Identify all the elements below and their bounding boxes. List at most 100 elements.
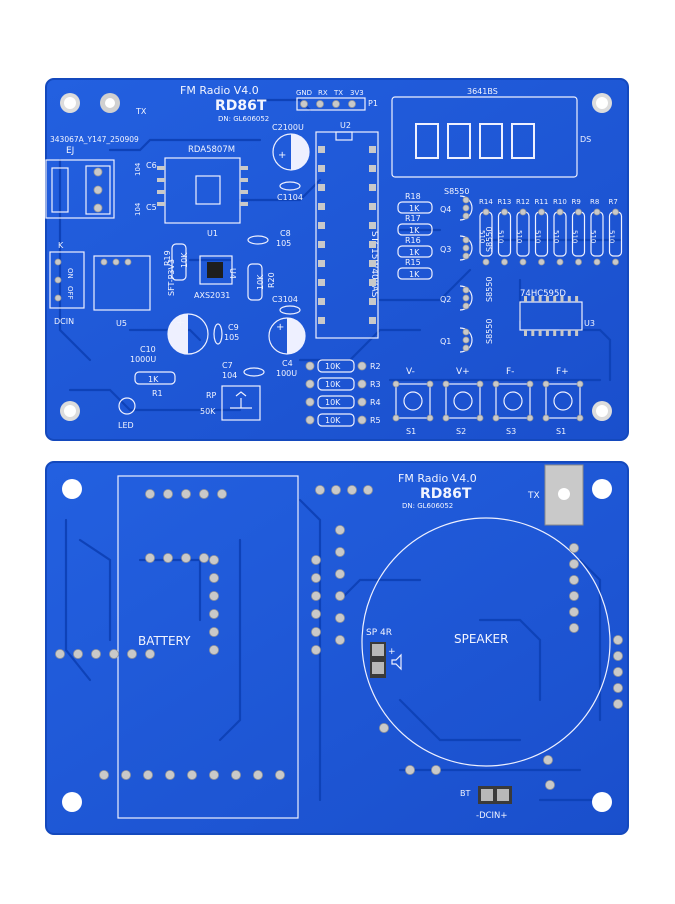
- resistor-ref: R18: [405, 192, 421, 201]
- through-hole-pad: [569, 543, 579, 553]
- through-hole-pad: [379, 723, 389, 733]
- through-hole-pad: [209, 645, 219, 655]
- resistors-r7-r14: R14510R13510R12510R11510R10510R9510R8510…: [478, 198, 623, 266]
- transistor-pad: [462, 236, 470, 244]
- header-pin-rx: RX: [318, 89, 328, 97]
- through-hole-pad: [143, 770, 153, 780]
- through-hole-pad: [199, 489, 209, 499]
- transistor-pad: [462, 212, 470, 220]
- transistor-pad: [462, 328, 470, 336]
- resistor-value: 510: [497, 230, 505, 243]
- resistor-pad: [556, 208, 564, 216]
- resistor-ref: R14: [479, 198, 493, 206]
- resistor-ref: R15: [405, 258, 421, 267]
- through-hole-pad: [209, 555, 219, 565]
- mcu-pin: [318, 298, 325, 305]
- cap-c5-ref: C5: [146, 203, 157, 212]
- through-hole-pad: [545, 780, 555, 790]
- cap-c7-ref: C7: [222, 361, 233, 370]
- resistor-pad: [593, 208, 601, 216]
- through-hole-pad: [209, 573, 219, 583]
- resistor-pad: [593, 258, 601, 266]
- shift-register-u3: 74HC595D U3: [519, 289, 595, 336]
- mcu-pin: [318, 184, 325, 191]
- through-hole-pad: [145, 489, 155, 499]
- mcu-u2: U2 STC15W408AS: [315, 121, 379, 339]
- front-tx-label: TX: [135, 107, 147, 116]
- through-hole-pad: [311, 645, 321, 655]
- cap-c9: C9 105: [213, 323, 239, 345]
- cap-c2-ref: C2: [272, 123, 283, 132]
- cap-c8-value: 105: [276, 239, 291, 248]
- back-model: RD86T: [420, 486, 472, 502]
- ldo-u5: U5 SFT-P3V3: [93, 255, 176, 328]
- button-pad: [542, 380, 550, 388]
- transistor-pad: [462, 252, 470, 260]
- cap-c3-value: 104: [283, 295, 298, 304]
- button-cap: [553, 391, 573, 411]
- ldo-label: SFT-P3V3: [167, 259, 176, 296]
- u1-label: U1: [207, 229, 218, 238]
- seven-segment-display: 3641BS DS: [391, 87, 591, 178]
- resistor-ref: R7: [609, 198, 618, 206]
- resistor-value: 510: [478, 230, 486, 243]
- resistor-body: [397, 223, 433, 236]
- button-cap: [403, 391, 423, 411]
- resistor-pad: [575, 208, 582, 216]
- through-hole-pad: [613, 651, 623, 661]
- through-hole-pad: [335, 613, 345, 623]
- through-hole-pad: [363, 485, 373, 495]
- cap-c3-ref: C3: [272, 295, 283, 304]
- led: LED: [118, 397, 136, 430]
- switch-off: OFF: [66, 286, 74, 300]
- cap-c7: C7 104: [222, 361, 265, 380]
- cap-c1-value: 104: [288, 193, 303, 202]
- front-designer: DN: GL606052: [218, 115, 269, 123]
- resistor-value: 1K: [409, 226, 420, 235]
- r1-value: 1K: [148, 375, 159, 384]
- resistor-body: [397, 245, 433, 258]
- transistor-pad: [462, 302, 470, 310]
- button-pad: [526, 380, 534, 388]
- through-hole-pad: [335, 569, 345, 579]
- header-pin-gnd: GND: [296, 89, 312, 97]
- button-ref: S1: [556, 427, 566, 436]
- cap-c4-ref: C4: [282, 359, 293, 368]
- cap-c1-label: C1104: [277, 193, 303, 202]
- switch-k-label: K: [58, 241, 64, 250]
- resistor-pad: [519, 258, 527, 266]
- through-hole-pad: [209, 591, 219, 601]
- mcu-pin: [369, 241, 376, 248]
- resistor-pad: [612, 208, 619, 216]
- sp-plus: +: [388, 647, 396, 657]
- resistor-body: [317, 395, 355, 409]
- resistor-ref: R16: [405, 236, 421, 245]
- tx-antenna-pad: [544, 464, 584, 526]
- caps-c5-c6: C6 104 C5 104: [134, 161, 157, 216]
- through-hole-pad: [187, 770, 197, 780]
- through-hole-pad: [165, 770, 175, 780]
- resistor-value: 510: [589, 230, 597, 243]
- cap-c2: C2100U +: [272, 123, 310, 171]
- mcu-pin: [318, 165, 325, 172]
- resistor-ref: R11: [535, 198, 549, 206]
- through-hole-pad: [569, 623, 579, 633]
- mcu-pin: [318, 279, 325, 286]
- transistor-part-top: S8550: [444, 187, 469, 196]
- cap-c2-value: 100U: [283, 123, 304, 132]
- button-pad: [576, 380, 584, 388]
- through-hole-pad: [311, 609, 321, 619]
- resistor-value: 510: [608, 230, 616, 243]
- cap-c5-value: 104: [134, 202, 142, 216]
- button-pad: [576, 414, 584, 422]
- transistor-ref: Q1: [440, 337, 451, 346]
- button-outline: [445, 383, 481, 419]
- through-hole-pad: [347, 485, 357, 495]
- button-pad: [492, 414, 500, 422]
- resistor-ref: R2: [370, 362, 381, 371]
- resistor-value: 510: [571, 230, 579, 243]
